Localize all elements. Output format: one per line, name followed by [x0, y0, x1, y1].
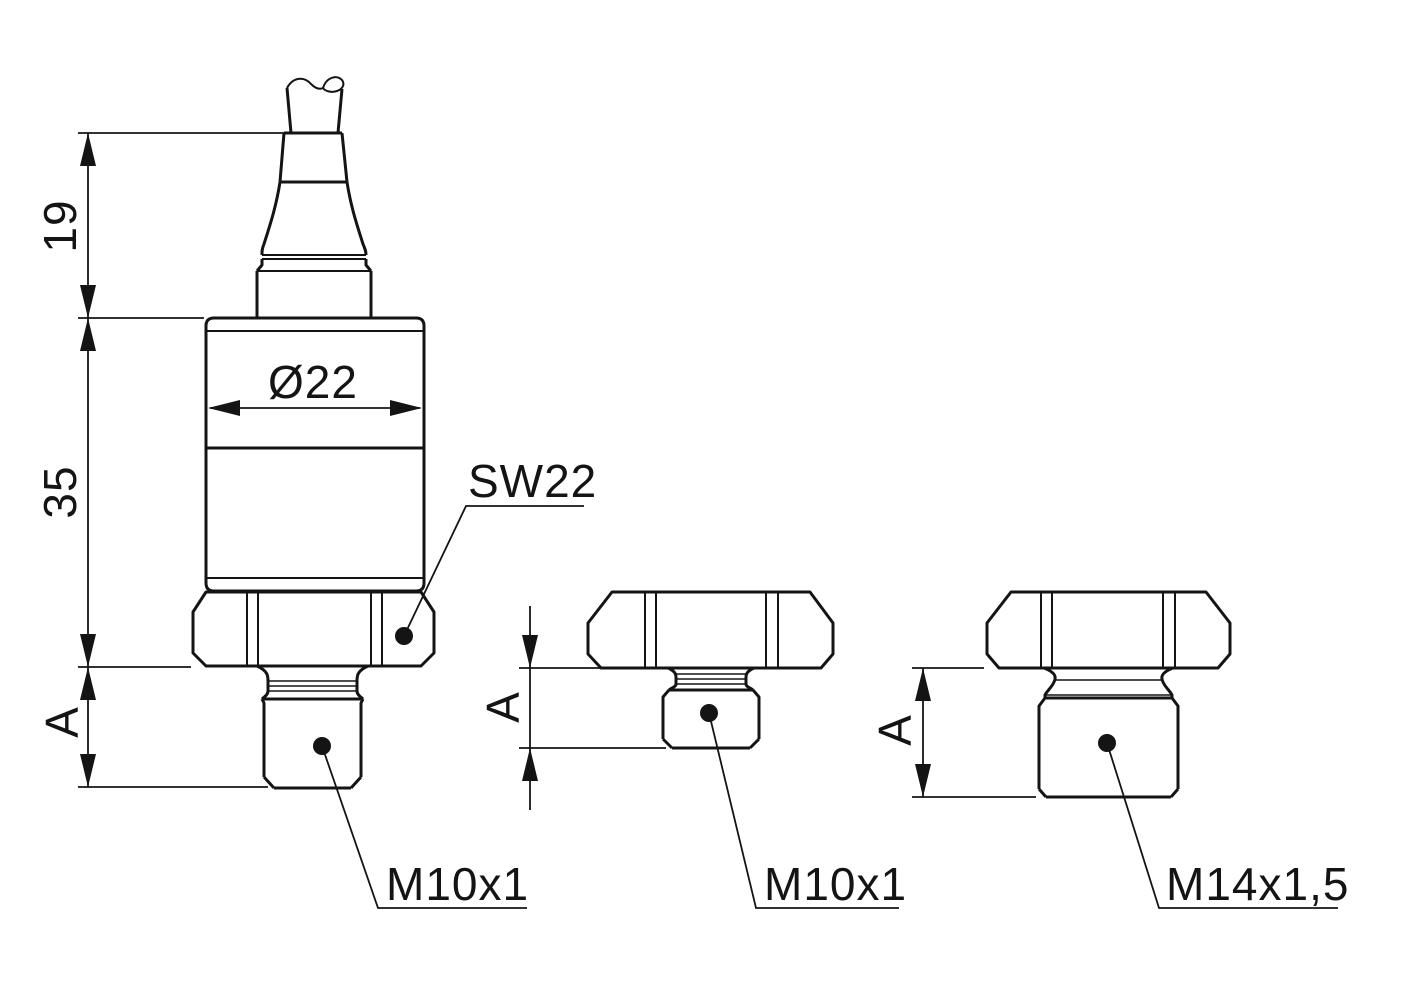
- dim-thread-length-m10: A: [477, 691, 529, 723]
- arrow-down-667: [80, 634, 96, 667]
- groove-right: [744, 666, 755, 692]
- cable: [285, 76, 345, 134]
- thread-label: M14x1,5: [1166, 858, 1349, 910]
- groove-right: [1160, 666, 1174, 698]
- hex-head-m10: [586, 590, 835, 670]
- thread-leader-line: [321, 745, 527, 909]
- dim-body-height: 35: [34, 465, 86, 518]
- hex-outline: [985, 590, 1232, 670]
- stub-chamfer-right: [349, 775, 363, 790]
- gland-band-left: [255, 259, 264, 272]
- stub-chamfer-right: [1169, 788, 1180, 798]
- dim-thread-length-sensor: A: [36, 706, 88, 738]
- callout-thread-m10: M10x1: [700, 704, 907, 910]
- thread-relief-groove: [1043, 666, 1174, 698]
- thread-label: M10x1: [386, 858, 529, 910]
- dia-arrow-right: [390, 400, 422, 416]
- stub-right: [751, 689, 761, 739]
- arrow-down-318: [80, 285, 96, 318]
- cable-gland: [255, 131, 373, 318]
- thread-stub-m14: [1037, 696, 1180, 799]
- groove-left: [256, 664, 270, 701]
- thread-label: M10x1: [764, 858, 907, 910]
- cable-left-edge: [285, 87, 293, 134]
- arrow-down-outside: [522, 635, 538, 668]
- cable-break-squiggle: [286, 76, 345, 93]
- stub-left: [260, 698, 266, 777]
- callout-wrench-size: SW22: [395, 455, 597, 645]
- groove-left: [1043, 666, 1057, 698]
- stub-left: [1037, 697, 1047, 789]
- hex-head-m14: [985, 590, 1232, 670]
- body-bottom-cap: [204, 578, 426, 593]
- dim-body-diameter: Ø22: [268, 356, 358, 408]
- thread-leader-line: [708, 712, 899, 909]
- groove-right: [355, 664, 369, 701]
- stub-chamfer-left: [661, 737, 674, 750]
- thread-leader-line: [1106, 742, 1338, 909]
- hex-outline: [191, 590, 436, 668]
- dimension-diameter: Ø22: [208, 356, 422, 416]
- dia-arrow-left: [208, 400, 240, 416]
- body-top-cap: [204, 316, 426, 331]
- arrow-down-inside: [915, 764, 931, 797]
- view-sensor-front: SW22 M10x1: [191, 76, 597, 910]
- dim-thread-length-m14: A: [869, 714, 921, 746]
- thread-stub-m10: [661, 688, 761, 750]
- gland-band-right: [364, 259, 373, 272]
- hex-outline: [586, 590, 835, 670]
- callout-thread-sensor: M10x1: [313, 737, 529, 910]
- arrow-up-667: [80, 667, 96, 700]
- arrow-up-133: [80, 133, 96, 166]
- stub-chamfer-left: [1037, 788, 1048, 798]
- gland-taper-right: [340, 132, 349, 183]
- thread-relief-groove: [667, 666, 755, 692]
- dimension-thread-length: A: [477, 606, 666, 810]
- wrench-size-label: SW22: [468, 455, 597, 507]
- stub-right: [1170, 697, 1180, 789]
- thread-relief-groove: [256, 664, 369, 701]
- callout-thread-m14: M14x1,5: [1098, 734, 1349, 910]
- groove-left: [667, 666, 678, 692]
- stub-chamfer-left: [262, 775, 276, 790]
- dimension-chain-left: 19 35 A: [34, 132, 285, 788]
- gland-bell-right: [345, 181, 368, 256]
- view-adapter-m10: A M10x1: [477, 590, 907, 910]
- thread-stub-m10: [260, 697, 365, 790]
- stub-chamfer-right: [748, 737, 761, 750]
- arrow-up-outside: [522, 748, 538, 781]
- arrow-up-318: [80, 318, 96, 351]
- arrow-up-inside: [915, 668, 931, 701]
- wrench-leader-line: [403, 505, 584, 637]
- hex-nut: [191, 590, 436, 668]
- gland-bell-left: [260, 181, 282, 256]
- dimension-thread-length: A: [869, 667, 1036, 798]
- gland-taper-left: [278, 132, 286, 183]
- arrow-down-787: [80, 754, 96, 787]
- stub-left: [661, 689, 671, 739]
- view-adapter-m14: A M14x1,5: [869, 590, 1349, 910]
- cable-right-edge: [336, 88, 344, 134]
- dim-cable-gland-height: 19: [34, 199, 86, 252]
- stub-right: [359, 698, 365, 777]
